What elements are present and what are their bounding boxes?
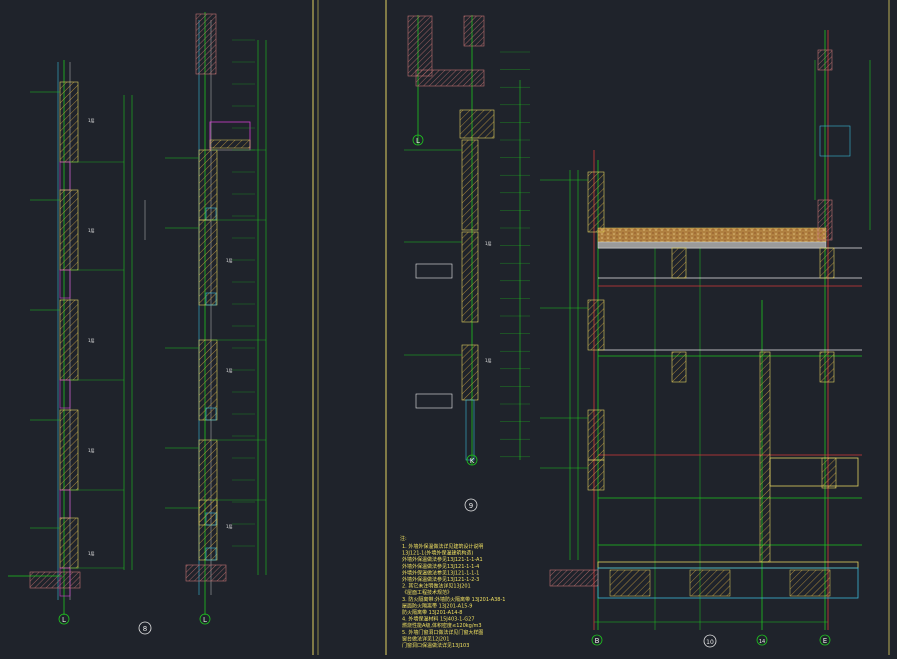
wall-segment [587,409,605,461]
section-tag-10: 10 [703,634,717,648]
note-line: 外墙外保温做法参见13J121-1-1-1 [402,569,479,576]
svg-text:注:: 注: [400,535,407,542]
svg-text:9: 9 [469,502,473,510]
note-line: 防火隔离带 13J201-A14-8 [402,609,462,616]
svg-text:1层: 1层 [88,447,95,453]
note-line: 《屋面工程技术规范》 [402,589,452,596]
wall-segment [59,517,79,569]
svg-text:L: L [416,137,420,145]
note-line: 5. 外墙门窗洞口做法详见门窗大样图 [402,629,483,636]
note-line: 外墙外保温做法参见13J121-1-2-3 [402,576,479,583]
room-labels: 1层 1层 1层 1层 1层 1层 1层 1层 1层 1层 [88,117,492,556]
grid-label-14-sec10: 14 [756,634,768,646]
note-line: 2. 其它未注明做法详见13J201 [402,583,471,590]
note-line: 外墙外保温做法参见13J121-1-1-4 [402,563,479,570]
svg-text:1层: 1层 [88,337,95,343]
svg-text:10: 10 [706,639,714,646]
note-line: 屋面防火隔离带 13J201-A15-9 [402,602,472,609]
grid-label-L-secB: L [199,613,211,625]
note-line: 1. 外墙外保温做法详见建筑设计说明 [402,543,483,550]
note-line: 窗台做法详见12J201 [402,635,449,642]
svg-text:L: L [203,616,207,624]
wall-segment [59,409,79,491]
window-opening [205,547,217,561]
note-line: 4. 外墙保温材料 15J403-1-G27 [402,616,475,623]
grid-label-E-sec10: E [819,634,831,646]
window-opening [465,399,475,461]
wall-segment [587,299,605,351]
notes-block: 注: 1. 外墙外保温做法详见建筑设计说明 13J121-1(外墙外保温建筑构造… [400,535,505,649]
svg-text:1层: 1层 [88,227,95,233]
wall-segment [198,499,218,561]
window-opening [59,161,71,191]
grid-label-L-sec9-top: L [412,134,424,146]
grid-label-K-sec9: K [466,454,478,466]
wall-segment [59,299,79,381]
window-opening [205,407,217,421]
svg-text:E: E [823,637,827,645]
wall-segment [587,459,605,491]
svg-text:1层: 1层 [88,117,95,123]
note-line: 门窗洞口保温做法详见13J103 [402,642,469,649]
svg-text:1层: 1层 [485,357,492,363]
wall-segment [461,231,479,323]
svg-text:14: 14 [759,639,765,645]
wall-section-tall [165,12,267,615]
window-opening [59,379,71,409]
svg-text:1层: 1层 [485,240,492,246]
section-tag-8: 8 [138,621,152,635]
building-section-10 [540,30,871,630]
svg-text:1层: 1层 [226,523,233,529]
svg-text:B: B [595,637,600,645]
note-line: 3. 防火隔离带:外墙防火隔离带 13J201-A38-1 [402,596,505,603]
wall-segment [59,189,79,271]
wall-segment [461,139,479,231]
section-tag-9: 9 [464,498,478,512]
note-line: 外墙外保温做法参见13J121-1-1-A1 [402,556,483,563]
note-line: 燃烧性能A级,体积密度≤120kg/m3 [402,622,482,629]
wall-segment [198,219,218,306]
wall-segment [461,344,479,401]
wall-segment [587,171,605,233]
window-opening [59,269,71,299]
svg-text:1层: 1层 [226,367,233,373]
wall-section-8 [8,60,146,615]
annotation-leaders [232,39,530,547]
wall-section-9 [404,15,521,465]
svg-text:1层: 1层 [88,550,95,556]
svg-text:1层: 1层 [226,257,233,263]
wall-segment [198,149,218,221]
note-line: 13J121-1(外墙外保温建筑构造) [402,550,473,557]
svg-text:8: 8 [143,625,147,633]
grid-label-L-sec8: L [58,613,70,625]
window-opening [205,292,217,306]
svg-text:K: K [470,457,475,465]
window-opening [59,489,71,519]
svg-text:L: L [62,616,66,624]
grid-label-B-sec10: B [591,634,603,646]
wall-segment [59,81,79,163]
sheet-frame [312,0,890,655]
